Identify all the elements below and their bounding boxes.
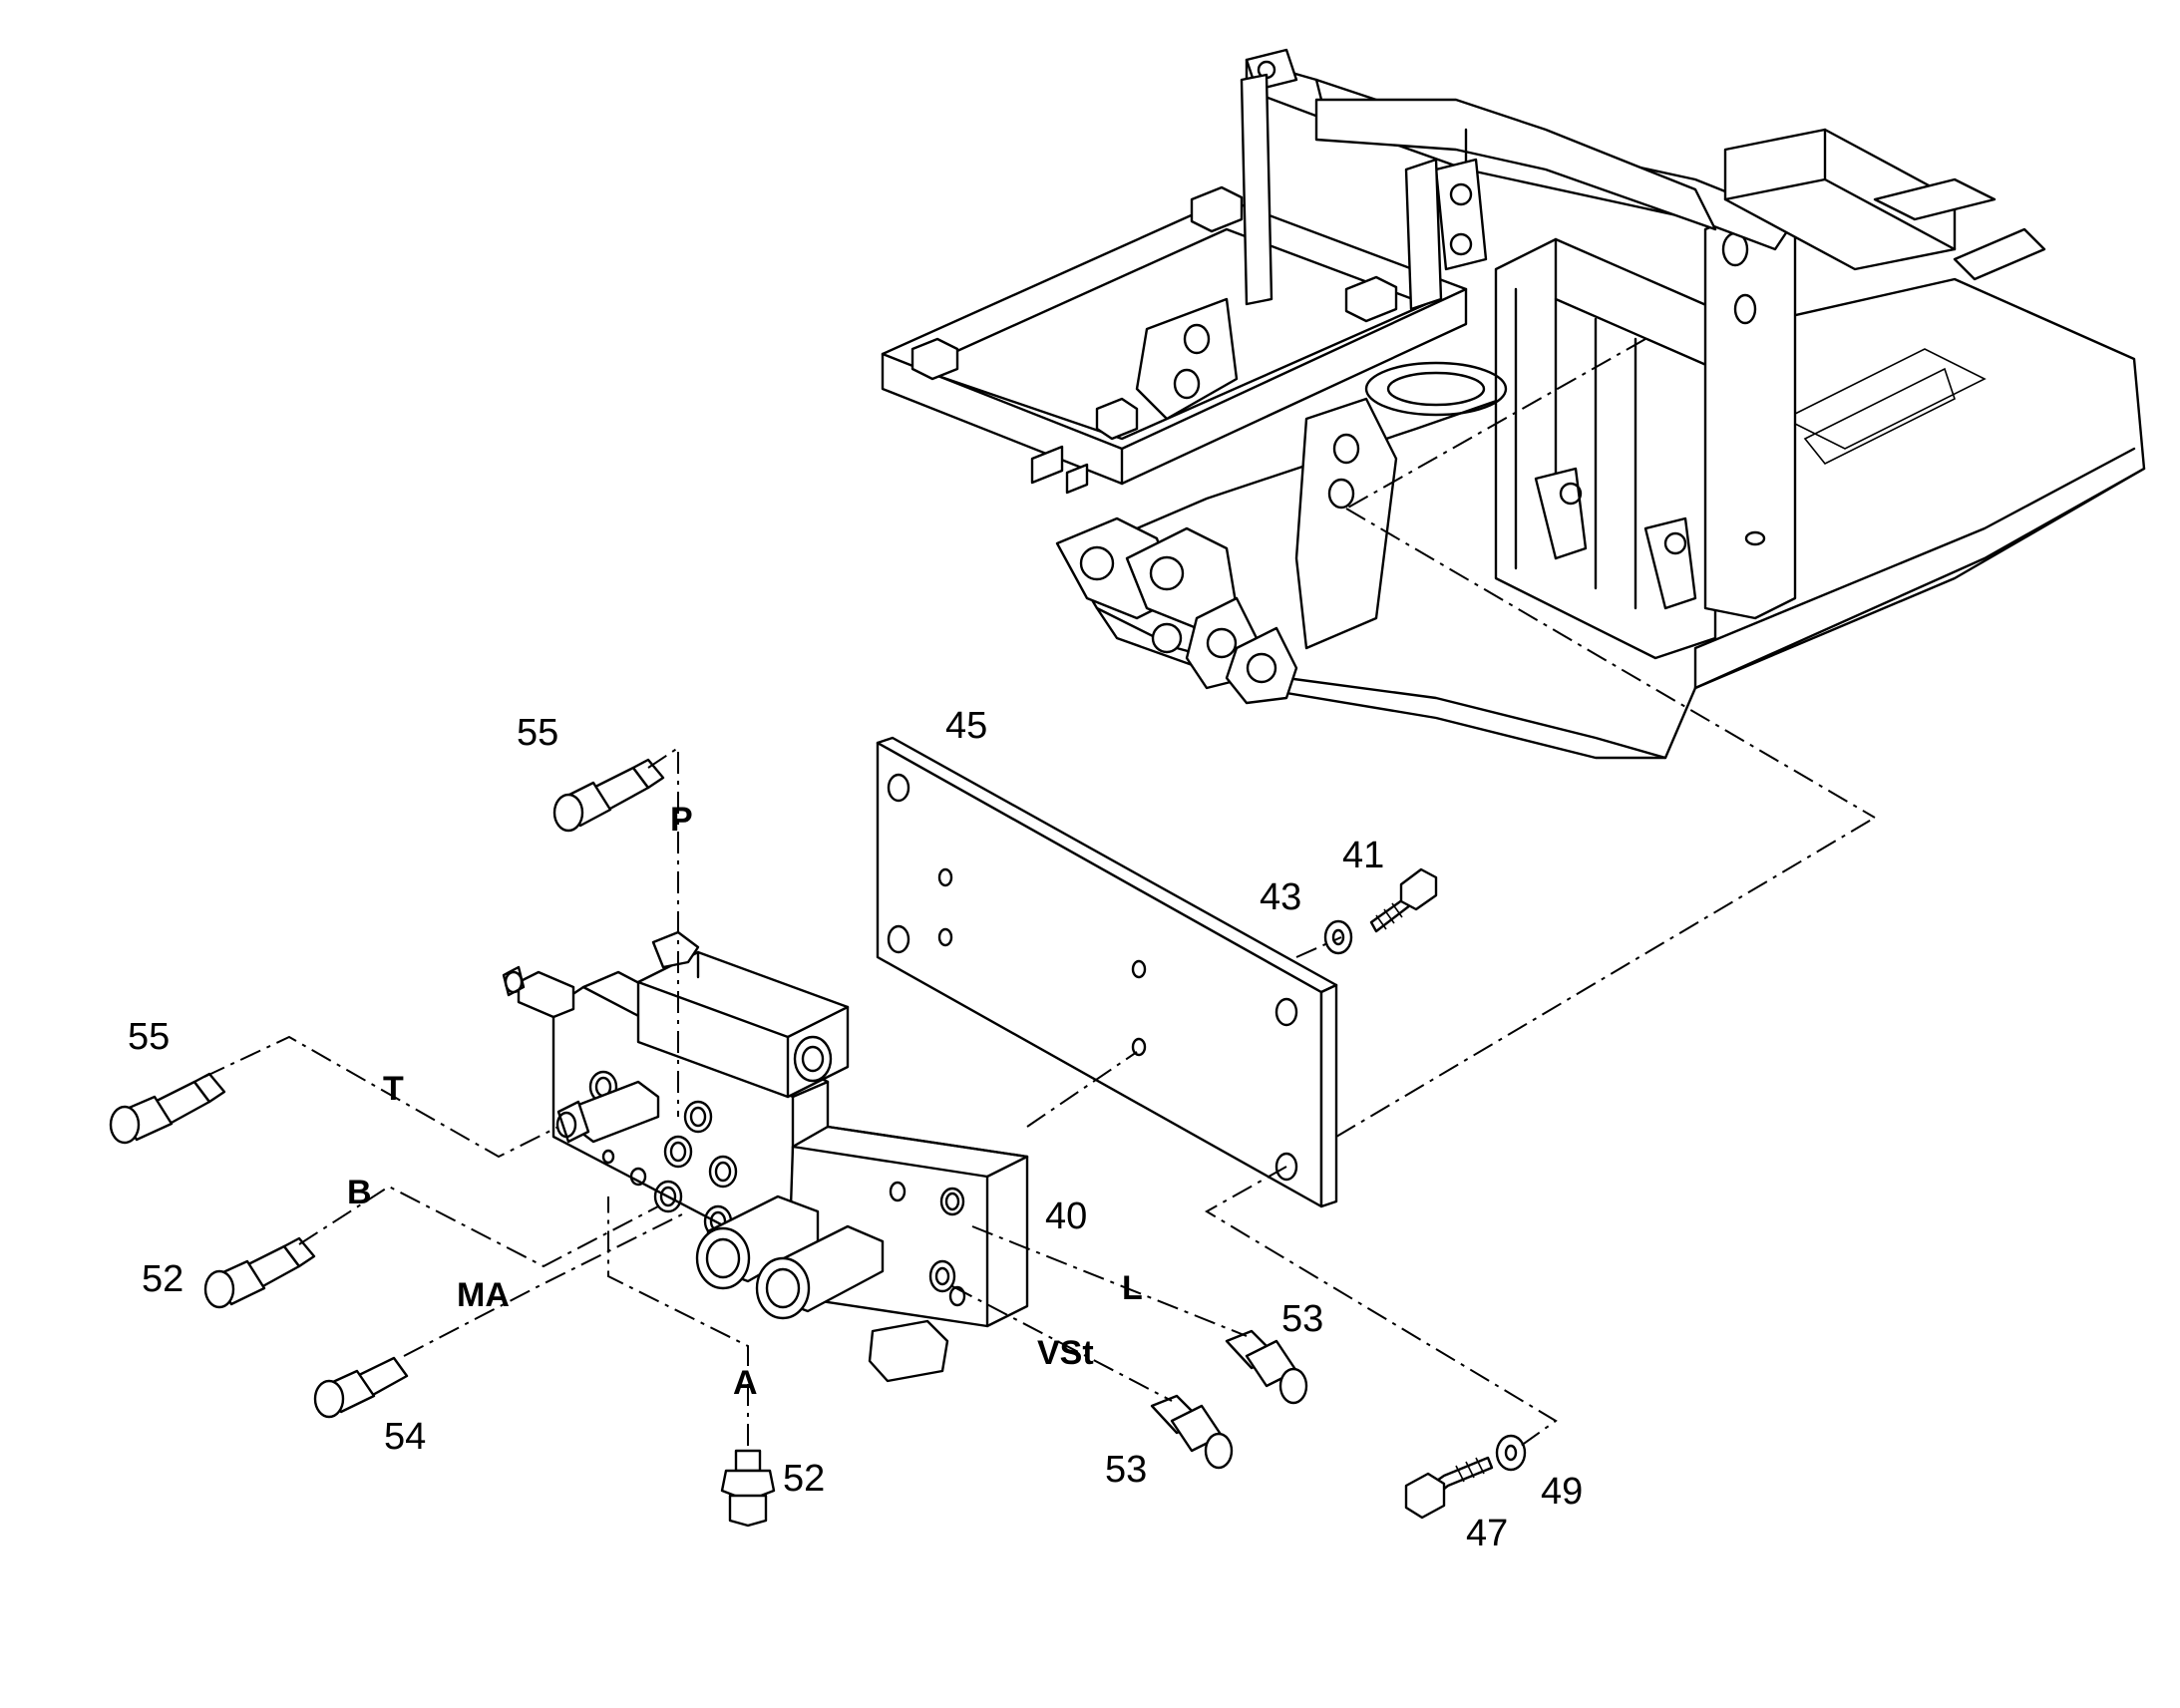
- port-labels: P T B MA A L VSt: [347, 801, 1143, 1402]
- port-label-vst: VSt: [1037, 1334, 1094, 1372]
- callout-55-top: 55: [517, 712, 558, 754]
- machine-frame: [881, 48, 2146, 819]
- valve-block-40: [502, 930, 1029, 1383]
- fitting-54: [313, 1356, 409, 1419]
- bolt-47: [1404, 1456, 1494, 1520]
- port-label-a: A: [733, 1364, 758, 1402]
- fitting-53-right: [1225, 1329, 1308, 1405]
- callout-52-bottom: 52: [783, 1458, 825, 1500]
- callout-54: 54: [384, 1416, 426, 1458]
- fitting-55-top: [552, 758, 665, 833]
- fitting-55-left: [109, 1072, 226, 1145]
- callout-45: 45: [945, 705, 987, 747]
- callout-55-left: 55: [128, 1016, 170, 1058]
- callout-53-right: 53: [1281, 1298, 1323, 1340]
- bolt-41: [1369, 867, 1438, 933]
- callout-49: 49: [1541, 1471, 1583, 1513]
- washer-43: [1323, 919, 1353, 955]
- port-label-l: L: [1122, 1269, 1143, 1307]
- callout-43: 43: [1260, 876, 1301, 918]
- callout-labels: 55 55 45 41 43 40 52 52 54 53 53 49 47: [128, 705, 1583, 1554]
- leader-lines: [203, 746, 1876, 1447]
- callout-40: 40: [1045, 1196, 1087, 1237]
- callout-52-left: 52: [142, 1258, 183, 1300]
- callout-47: 47: [1466, 1513, 1508, 1554]
- port-label-t: T: [383, 1070, 404, 1108]
- mounting-plate-45: [876, 736, 1338, 1208]
- fitting-52-left: [203, 1236, 316, 1309]
- port-label-ma: MA: [457, 1276, 510, 1314]
- fitting-53-bottom: [1150, 1394, 1234, 1470]
- port-label-b: B: [347, 1174, 372, 1211]
- fitting-52-bottom: [720, 1449, 776, 1528]
- callout-53-bottom: 53: [1105, 1449, 1147, 1491]
- washer-49: [1495, 1434, 1527, 1472]
- callout-41: 41: [1342, 835, 1384, 876]
- port-label-p: P: [670, 801, 693, 839]
